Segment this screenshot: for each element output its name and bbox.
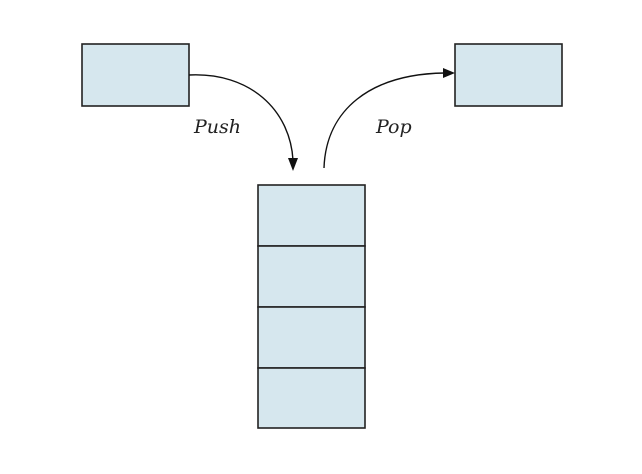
push-source-element [81,43,190,107]
stack-cell-bottom [257,367,366,429]
pop-label: Pop [375,116,412,138]
stack [257,184,366,429]
popped-element [454,43,563,107]
pop-arrow [323,68,455,169]
push-label: Push [193,116,241,138]
stack-cell-3 [257,306,366,369]
push-arrow [188,74,298,171]
stack-cell-top [257,184,366,247]
stack-cell-2 [257,245,366,308]
